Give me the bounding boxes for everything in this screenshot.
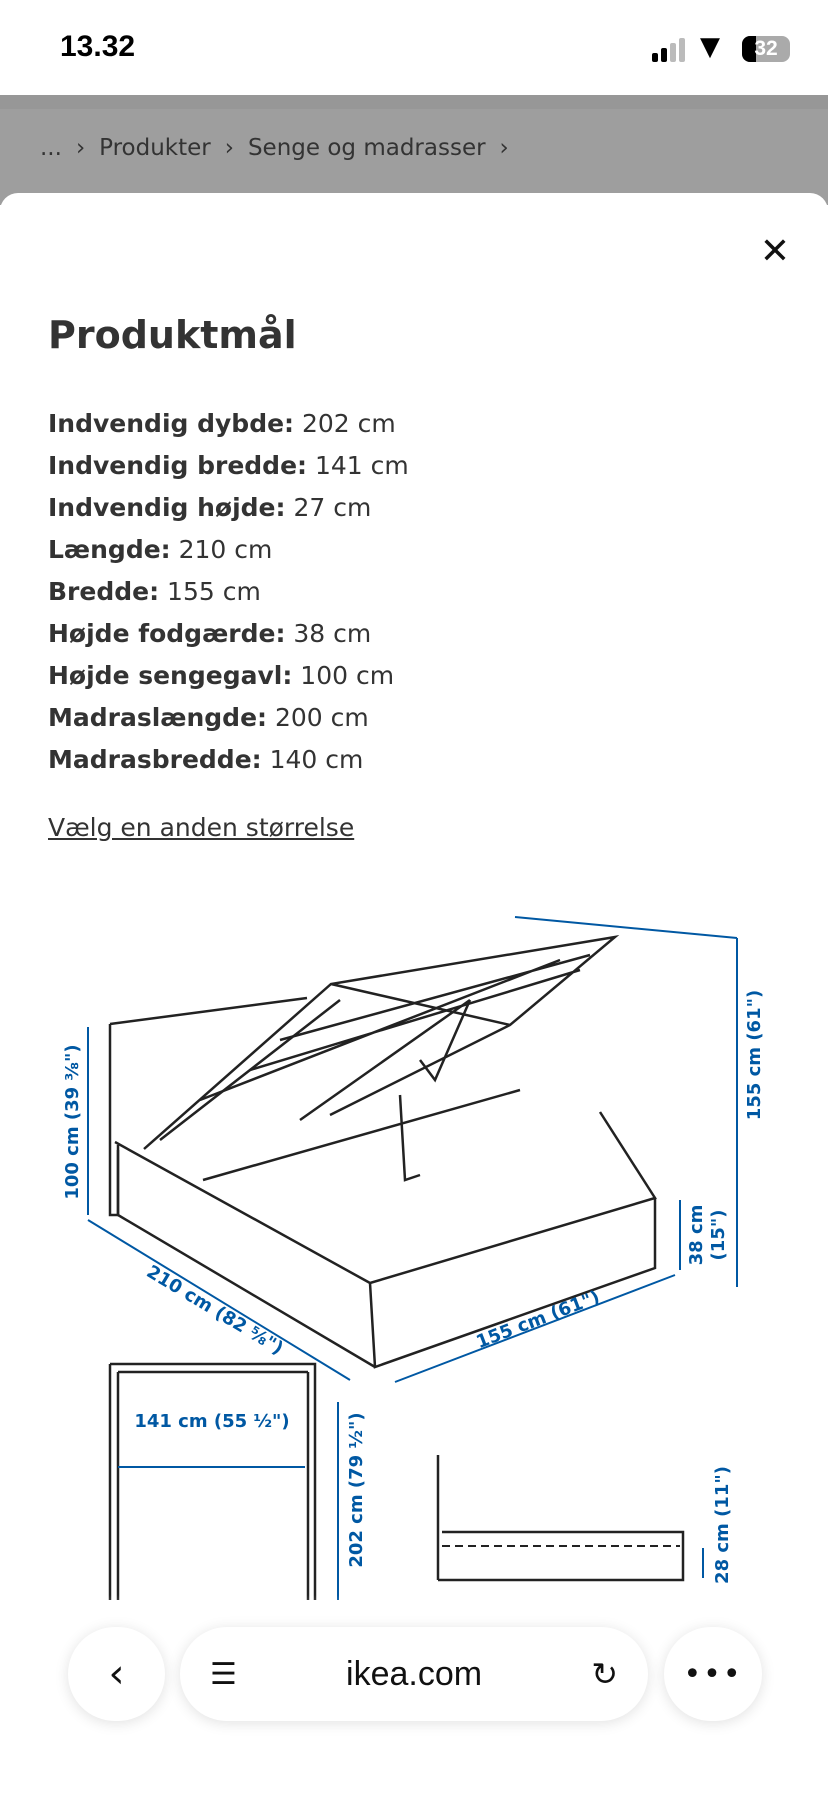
chevron-right-icon: › (224, 135, 234, 161)
inner-width-label: 141 cm (55 ½") (134, 1411, 289, 1432)
spec-item: Indvendig højde: 27 cm (48, 493, 372, 522)
breadcrumb-senge[interactable]: Senge og madrasser (247, 135, 486, 161)
spec-item: Længde: 210 cm (48, 535, 273, 564)
inner-depth-label: 28 cm (11") (712, 1466, 733, 1584)
total-height-label: 155 cm (61") (744, 990, 765, 1120)
more-button[interactable]: ••• (664, 1627, 762, 1721)
back-button[interactable]: ‹ (68, 1627, 165, 1721)
length-label: 210 cm (82 ⅝") (143, 1261, 287, 1359)
chevron-right-icon: › (499, 135, 509, 161)
clock: 13.32 (60, 30, 136, 63)
chevron-right-icon: › (75, 135, 86, 161)
dimensions-sheet: ✕ Produktmål Indvendig dybde: 202 cm Ind… (0, 193, 828, 1793)
close-button[interactable]: ✕ (759, 231, 790, 272)
spec-item: Madrasbredde: 140 cm (48, 745, 364, 774)
bed-drawing (108, 935, 685, 1600)
spec-list: Indvendig dybde: 202 cm Indvendig bredde… (48, 403, 409, 781)
url-text[interactable]: ikea.com (346, 1654, 483, 1693)
choose-other-size-link[interactable]: Vælg en anden størrelse (48, 813, 355, 842)
dimension-lines (87, 916, 738, 1600)
spec-item: Højde sengegavl: 100 cm (48, 661, 395, 690)
spec-item: Indvendig bredde: 141 cm (48, 451, 409, 480)
spec-item: Indvendig dybde: 202 cm (48, 409, 396, 438)
reload-icon[interactable]: ↻ (591, 1655, 618, 1693)
more-icon: ••• (683, 1656, 743, 1692)
breadcrumb: ... › Produkter › Senge og madrasser › (40, 135, 509, 161)
headboard-height-label: 100 cm (39 ⅜") (62, 1044, 83, 1199)
chevron-left-icon: ‹ (108, 1651, 125, 1697)
spec-item: Bredde: 155 cm (48, 577, 261, 606)
wifi-icon: ▼ (700, 32, 720, 62)
breadcrumb-produkter[interactable]: Produkter (99, 135, 211, 161)
address-bar[interactable]: ☰ ikea.com ↻ (180, 1627, 648, 1721)
inner-length-label: 202 cm (79 ½") (346, 1412, 367, 1567)
battery-icon: 32 (742, 36, 790, 62)
status-bar: 13.32 ▼ 32 (0, 0, 828, 95)
spec-item: Madraslængde: 200 cm (48, 703, 369, 732)
bed-dimension-diagram: 100 cm (39 ⅜") 155 cm (61") 38 cm (15") … (62, 916, 765, 1600)
footboard-height-in-label: (15") (708, 1210, 729, 1261)
breadcrumb-ellipsis[interactable]: ... (40, 135, 62, 161)
spec-item: Højde fodgærde: 38 cm (48, 619, 372, 648)
footboard-height-cm-label: 38 cm (686, 1205, 707, 1266)
sheet-title: Produktmål (48, 313, 297, 357)
reader-icon[interactable]: ☰ (210, 1656, 237, 1692)
page-backdrop: ... › Produkter › Senge og madrasser › (0, 95, 828, 205)
signal-icon (652, 38, 685, 62)
width-label: 155 cm (61") (473, 1287, 602, 1353)
